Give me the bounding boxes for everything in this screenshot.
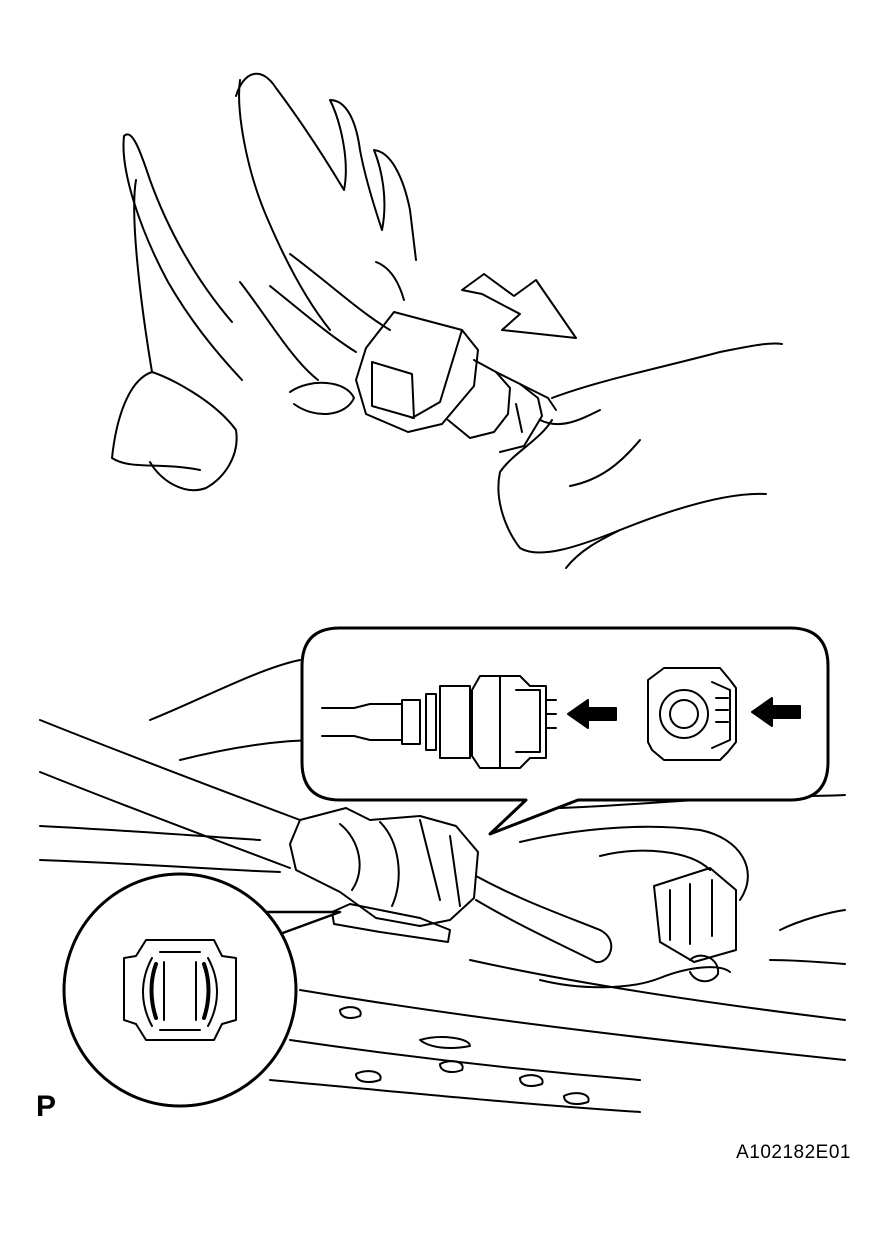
retainer-end-view — [124, 940, 236, 1040]
fuel-tube — [290, 254, 390, 330]
callout-connector — [472, 676, 546, 768]
insert-arrow-right — [752, 698, 800, 726]
insert-arrow-left — [568, 700, 616, 728]
right-hand — [552, 343, 782, 398]
retainer-detail-circle — [64, 874, 340, 1106]
connector-end-view — [648, 668, 736, 760]
hands-disconnect-scene — [112, 74, 782, 568]
connector-detail-callout — [302, 628, 828, 834]
left-hand — [236, 74, 416, 260]
callout-frame — [302, 628, 828, 834]
figure-code: A102182E01 — [736, 1142, 851, 1163]
fuel-tube-lower — [40, 720, 300, 820]
quick-connector — [356, 312, 478, 432]
connector-lower — [290, 808, 478, 926]
pull-direction-arrow — [462, 274, 576, 338]
view-label: P — [36, 1090, 57, 1123]
tube-clamp — [654, 868, 736, 962]
underbody-scene — [40, 660, 845, 1112]
